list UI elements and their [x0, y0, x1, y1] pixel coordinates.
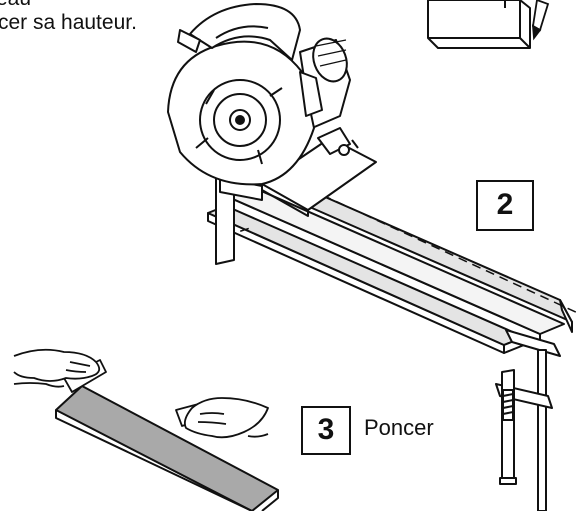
circular-saw-illustration — [167, 3, 377, 217]
instruction-text-line-2: cer sa hauteur. — [0, 11, 137, 34]
marked-board-illustration — [427, 0, 531, 49]
left-hand-sanding — [13, 348, 107, 393]
step-2-badge: 2 — [476, 180, 534, 231]
clamp-handle — [499, 389, 517, 485]
right-hand-sanding — [175, 397, 269, 439]
pencil-icon — [531, 0, 550, 41]
sanded-board — [55, 385, 279, 511]
step-3-badge: 3 — [301, 406, 351, 455]
instruction-text-line-1: eau — [0, 0, 31, 11]
step-3-label: Poncer — [364, 415, 434, 440]
